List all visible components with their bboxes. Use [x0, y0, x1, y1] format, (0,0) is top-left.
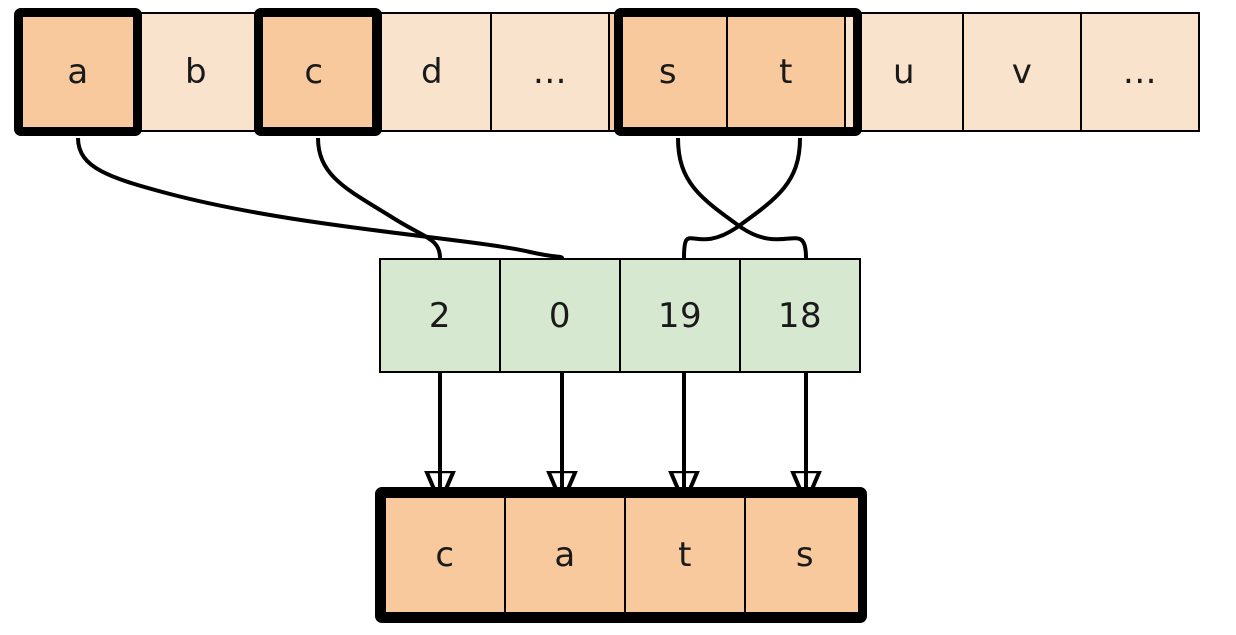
alphabet-cell-label: u [892, 52, 916, 92]
index-cell-label: 2 [428, 295, 452, 336]
index-cell-2[interactable]: 19 [619, 258, 741, 373]
index-strip: 2 0 19 18 [379, 258, 861, 373]
index-cell-label: 19 [657, 295, 703, 336]
alphabet-cell-label: v [1011, 52, 1033, 92]
alphabet-cell-label: s [658, 52, 678, 92]
alphabet-cell-ellipsis-1[interactable]: ... [490, 12, 610, 132]
alphabet-cell-label: d [420, 52, 444, 92]
index-cell-1[interactable]: 0 [499, 258, 621, 373]
alphabet-cell-d[interactable]: d [372, 12, 492, 132]
output-cell-3[interactable]: s [744, 496, 866, 614]
link-a-to-0 [76, 137, 564, 260]
output-cell-2[interactable]: t [624, 496, 746, 614]
alphabet-cell-b[interactable]: b [136, 12, 256, 132]
alphabet-cell-v[interactable]: v [962, 12, 1082, 132]
output-cell-label: c [435, 535, 455, 575]
index-cell-3[interactable]: 18 [739, 258, 861, 373]
alphabet-cell-label: a [67, 52, 89, 92]
output-cell-label: a [554, 535, 576, 575]
index-cell-0[interactable]: 2 [379, 258, 501, 373]
link-c-to-2 [316, 137, 442, 259]
index-cell-label: 18 [777, 295, 823, 336]
output-strip: c a t s [384, 496, 866, 614]
alphabet-cell-ellipsis-2[interactable]: ... [1080, 12, 1200, 132]
output-cell-0[interactable]: c [384, 496, 506, 614]
link-s-to-18 [676, 137, 808, 259]
alphabet-cell-label: b [184, 52, 208, 92]
output-cell-1[interactable]: a [504, 496, 626, 614]
alphabet-cell-label: c [304, 52, 324, 92]
alphabet-cell-c[interactable]: c [254, 12, 374, 132]
alphabet-cell-a[interactable]: a [18, 12, 138, 132]
output-cell-label: s [795, 535, 815, 575]
alphabet-cell-u[interactable]: u [844, 12, 964, 132]
index-cell-label: 0 [548, 295, 572, 336]
output-cell-label: t [678, 535, 692, 575]
alphabet-cell-label: ... [1123, 52, 1157, 92]
alphabet-cell-s[interactable]: s [608, 12, 728, 132]
link-t-to-19 [682, 137, 802, 259]
alphabet-strip: a b c d ... s t u v ... [18, 12, 1200, 132]
alphabet-cell-label: t [779, 52, 793, 92]
alphabet-cell-label: ... [533, 52, 567, 92]
alphabet-cell-t[interactable]: t [726, 12, 846, 132]
